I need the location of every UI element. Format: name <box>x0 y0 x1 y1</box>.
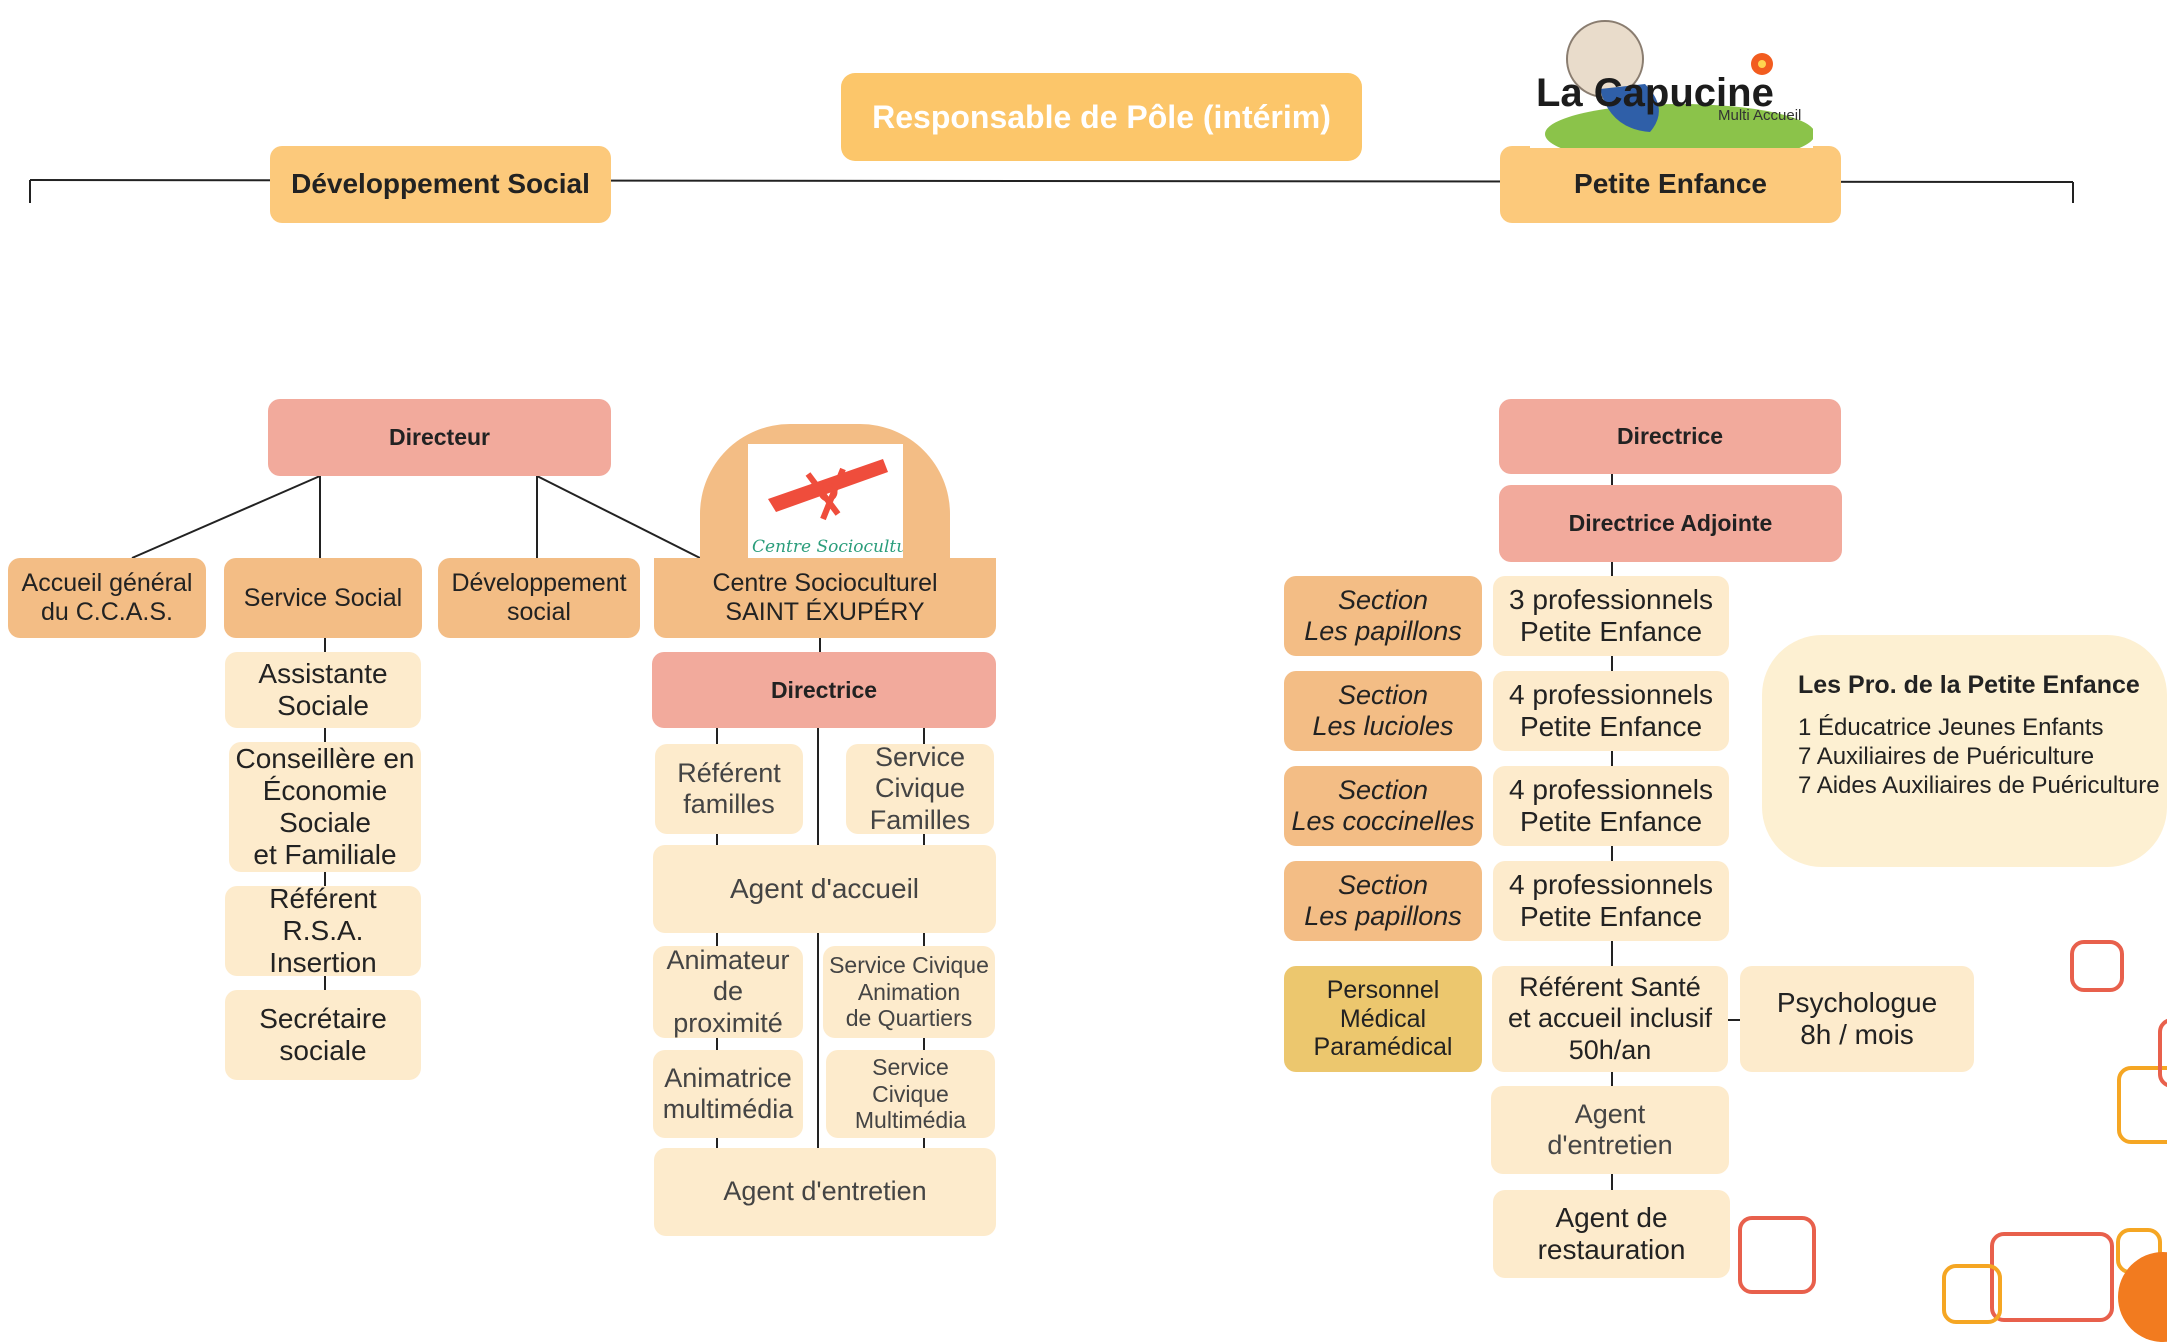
section-papillons-1-staff: 3 professionnels Petite Enfance <box>1493 576 1729 656</box>
conseillere-esf-box: Conseillère en Économie Sociale et Famil… <box>229 742 421 872</box>
section-coccinelles: Section Les coccinelles <box>1284 766 1482 846</box>
section-lucioles: Section Les lucioles <box>1284 671 1482 751</box>
info-title: Les Pro. de la Petite Enfance <box>1798 671 2140 699</box>
developpement-social-box: Développement social <box>438 558 640 638</box>
directeur-box: Directeur <box>268 399 611 476</box>
section-coccinelles-staff: 4 professionnels Petite Enfance <box>1493 766 1729 846</box>
decor-square <box>2117 1066 2167 1144</box>
info-line: 7 Auxiliaires de Puériculture <box>1798 742 2095 770</box>
section-papillons-2: Section Les papillons <box>1284 861 1482 941</box>
secretaire-sociale-box: Secrétaire sociale <box>225 990 421 1080</box>
la-capucine-logo: La Capucine Multi Accueil <box>1530 14 1815 164</box>
info-line: 1 Éducatrice Jeunes Enfants <box>1798 714 2104 741</box>
animatrice-multimedia-box: Animatrice multimédia <box>653 1050 803 1138</box>
header-petite-enfance: Petite Enfance <box>1500 146 1841 223</box>
decor-square <box>1738 1216 1816 1294</box>
decor-square <box>1942 1264 2002 1324</box>
pe-agent-restauration-box: Agent de restauration <box>1493 1190 1730 1278</box>
agent-entretien-centre-box: Agent d'entretien <box>654 1148 996 1236</box>
personnel-medical-box: Personnel Médical Paramédical <box>1284 966 1482 1072</box>
centre-socioculturel-logo: Centre Socioculturel <box>700 424 950 574</box>
pe-agent-entretien-box: Agent d'entretien <box>1491 1086 1729 1174</box>
pole-title: Responsable de Pôle (intérim) <box>841 73 1362 161</box>
centre-logo-text: Centre Socioculturel <box>752 537 903 557</box>
sc-multimedia-box: Service Civique Multimédia <box>826 1050 995 1138</box>
logo-title: La Capucine <box>1536 71 1774 115</box>
psychologue-box: Psychologue 8h / mois <box>1740 966 1974 1072</box>
plane-logo-graphic: Centre Socioculturel <box>748 444 903 559</box>
pe-directrice-box: Directrice <box>1499 399 1841 474</box>
centre-socioculturel-box: Centre Socioculturel SAINT ÉXUPÉRY <box>654 558 996 638</box>
header-developpement-social: Développement Social <box>270 146 611 223</box>
referent-familles-box: Référent familles <box>655 744 803 834</box>
sc-animation-quartiers-box: Service Civique Animation de Quartiers <box>823 946 995 1038</box>
service-social-box: Service Social <box>224 558 422 638</box>
la-capucine-logo-graphic: La Capucine Multi Accueil <box>1530 14 1815 164</box>
section-papillons-2-staff: 4 professionnels Petite Enfance <box>1493 861 1729 941</box>
section-lucioles-staff: 4 professionnels Petite Enfance <box>1493 671 1729 751</box>
pros-petite-enfance-info: Les Pro. de la Petite Enfance 1 Éducatri… <box>1762 635 2167 867</box>
pe-directrice-adjointe-box: Directrice Adjointe <box>1499 485 1842 562</box>
assistante-sociale-box: Assistante Sociale <box>225 652 421 728</box>
service-civique-familles-box: Service Civique Familles <box>846 742 994 835</box>
decor-square <box>2158 1018 2167 1088</box>
accueil-general-box: Accueil général du C.C.A.S. <box>8 558 206 638</box>
decor-square <box>1990 1232 2114 1322</box>
section-papillons-1: Section Les papillons <box>1284 576 1482 656</box>
referent-sante-box: Référent Santé et accueil inclusif 50h/a… <box>1492 966 1728 1072</box>
agent-accueil-box: Agent d'accueil <box>653 845 996 933</box>
decor-square <box>2070 940 2124 992</box>
centre-directrice-box: Directrice <box>652 652 996 728</box>
logo-subtitle: Multi Accueil <box>1718 107 1801 124</box>
referent-rsa-box: Référent R.S.A. Insertion <box>225 883 421 978</box>
info-line: 7 Aides Auxiliaires de Puériculture <box>1798 771 2160 799</box>
animateur-proximite-box: Animateur de proximité <box>653 945 803 1038</box>
